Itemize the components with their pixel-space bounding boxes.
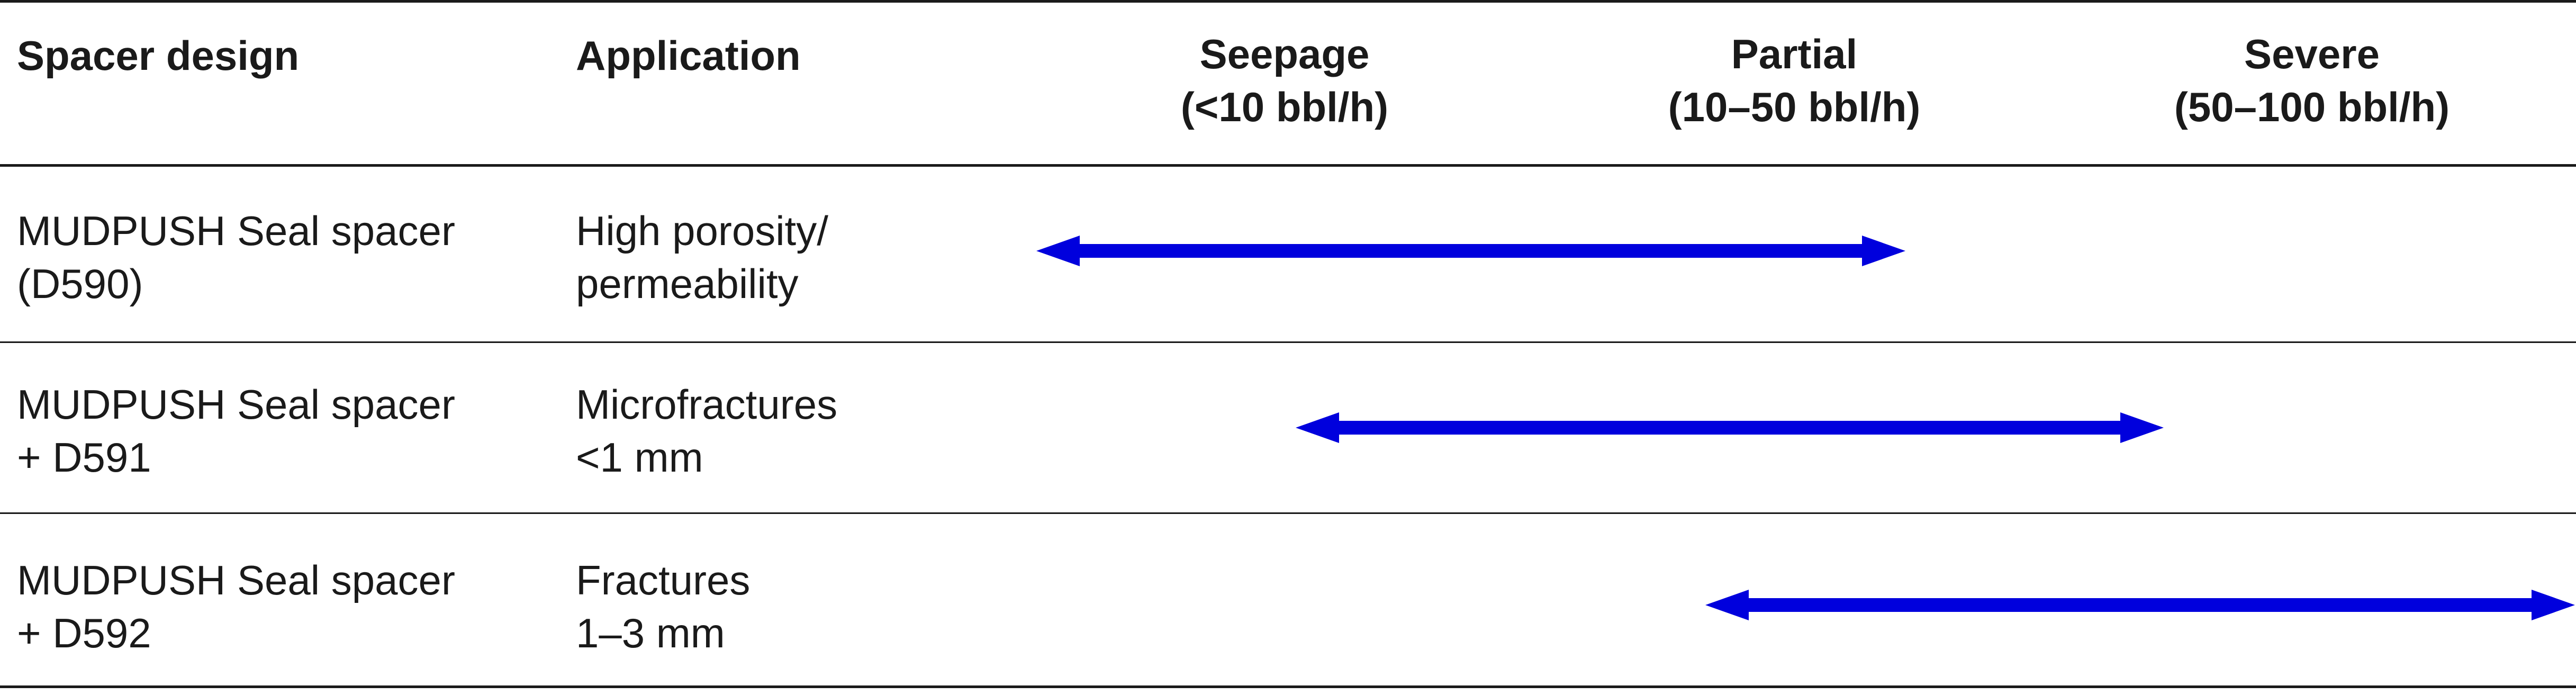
- row-design: MUDPUSH Seal spacer + D592: [17, 557, 455, 656]
- row-application: Fractures 1–3 mm: [576, 557, 751, 656]
- row-divider-1: [0, 341, 2576, 343]
- row-application: High porosity/ permeability: [576, 207, 828, 307]
- row-design: MUDPUSH Seal spacer (D590): [17, 207, 455, 307]
- top-rule: [0, 0, 2576, 3]
- row-divider-2: [0, 512, 2576, 514]
- header-rule: [0, 164, 2576, 167]
- range-arrow-row-2: [1296, 412, 2164, 443]
- range-arrow-row-1: [1036, 236, 1905, 266]
- bottom-rule: [0, 685, 2576, 688]
- range-arrow-row-3: [1705, 590, 2575, 620]
- header-partial: Partial (10–50 bbl/h): [1668, 31, 1921, 130]
- header-severe: Severe (50–100 bbl/h): [2174, 31, 2450, 130]
- row-design: MUDPUSH Seal spacer + D591: [17, 381, 455, 481]
- header-seepage: Seepage (<10 bbl/h): [1180, 31, 1389, 130]
- header-spacer-design: Spacer design: [17, 32, 300, 79]
- row-application: Microfractures <1 mm: [576, 381, 838, 481]
- header-application: Application: [576, 32, 801, 79]
